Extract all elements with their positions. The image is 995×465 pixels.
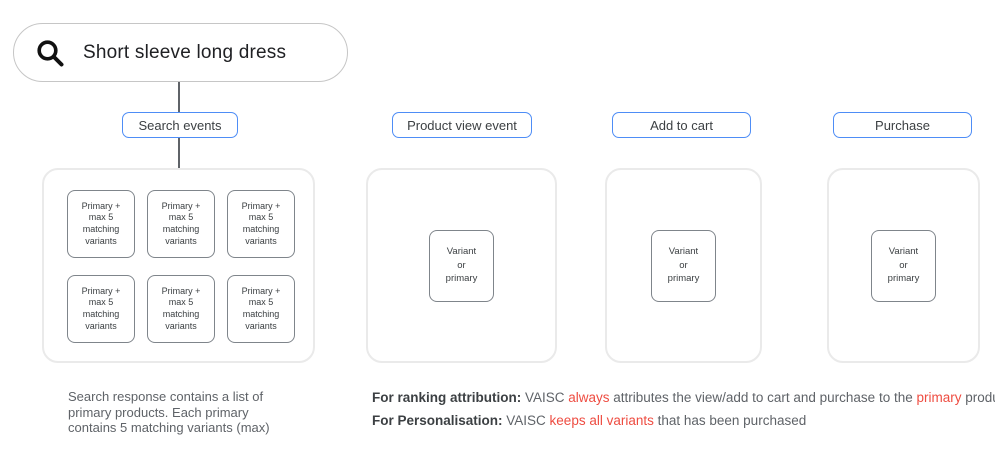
note-text: that has been purchased bbox=[653, 413, 807, 428]
primary-variants-box: Primary + max 5 matching variants bbox=[67, 190, 135, 258]
primary-variants-box: Primary + max 5 matching variants bbox=[67, 275, 135, 343]
primary-variants-box: Primary + max 5 matching variants bbox=[147, 190, 215, 258]
product-view-container: Variant or primary bbox=[366, 168, 557, 363]
event-button-label: Search events bbox=[138, 117, 222, 133]
variant-or-primary-box: Variant or primary bbox=[871, 229, 936, 302]
event-button-search-events[interactable]: Search events bbox=[122, 112, 238, 138]
event-button-label: Add to cart bbox=[650, 117, 713, 133]
search-response-note: Search response contains a list of prima… bbox=[68, 389, 270, 435]
note-text: VAISC bbox=[521, 390, 569, 405]
personalisation-note: For Personalisation: VAISC keeps all var… bbox=[372, 413, 806, 428]
event-button-label: Purchase bbox=[875, 117, 930, 133]
event-button-add-to-cart[interactable]: Add to cart bbox=[612, 112, 751, 138]
note-text: attributes the view/add to cart and purc… bbox=[609, 390, 917, 405]
event-button-purchase[interactable]: Purchase bbox=[833, 112, 972, 138]
add-to-cart-container: Variant or primary bbox=[605, 168, 762, 363]
purchase-container: Variant or primary bbox=[827, 168, 980, 363]
search-icon bbox=[35, 38, 65, 68]
primary-variants-box: Primary + max 5 matching variants bbox=[227, 275, 295, 343]
note-text: product. bbox=[965, 390, 995, 405]
note-highlight: always bbox=[568, 390, 610, 405]
note-label: For ranking attribution: bbox=[372, 390, 522, 405]
ranking-attribution-note: For ranking attribution: VAISC always at… bbox=[372, 390, 995, 405]
search-events-container: Primary + max 5 matching variants Primar… bbox=[42, 168, 315, 363]
variant-or-primary-box: Variant or primary bbox=[651, 229, 716, 302]
primary-variants-box: Primary + max 5 matching variants bbox=[227, 190, 295, 258]
event-button-product-view[interactable]: Product view event bbox=[392, 112, 532, 138]
event-button-label: Product view event bbox=[407, 117, 517, 133]
note-highlight: keeps all variants bbox=[549, 413, 654, 428]
note-text: VAISC bbox=[502, 413, 550, 428]
search-query: Short sleeve long dress bbox=[83, 41, 287, 63]
primary-variants-box: Primary + max 5 matching variants bbox=[147, 275, 215, 343]
note-highlight: primary bbox=[916, 390, 962, 405]
primary-box-grid: Primary + max 5 matching variants Primar… bbox=[67, 190, 307, 343]
variant-or-primary-box: Variant or primary bbox=[429, 229, 494, 302]
search-bar[interactable]: Short sleeve long dress bbox=[13, 23, 348, 82]
note-label: For Personalisation: bbox=[372, 413, 503, 428]
